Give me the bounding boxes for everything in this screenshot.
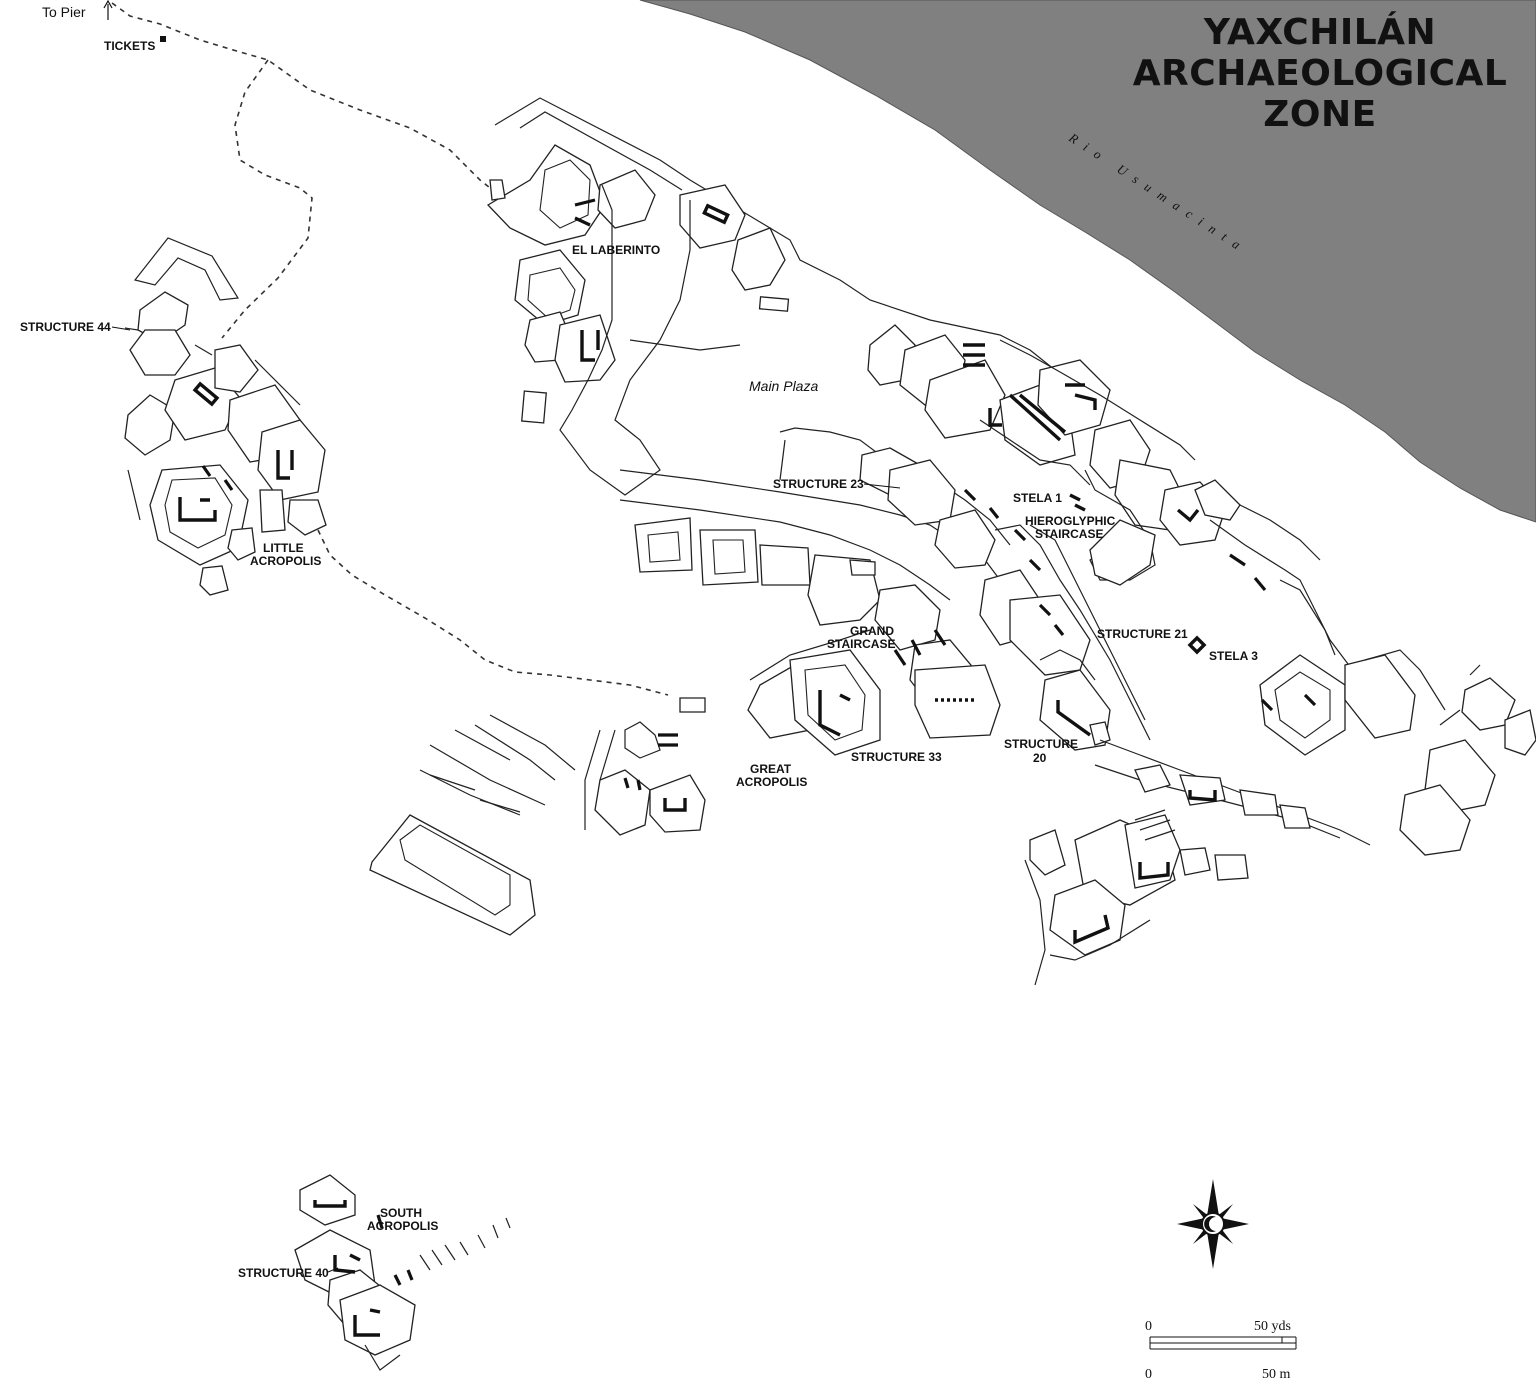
- tickets-marker: [160, 36, 166, 42]
- scale-bar: [1149, 1336, 1297, 1350]
- leader-structure-44: [111, 326, 131, 331]
- label-structure-44: STRUCTURE 44: [20, 320, 111, 334]
- south-acropolis-buildings: [294, 1174, 511, 1371]
- scale-yds-value: 50 yds: [1254, 1319, 1291, 1334]
- label-to-pier: To Pier: [42, 4, 86, 20]
- label-structure-20-1: STRUCTURE: [1004, 737, 1078, 751]
- label-hieroglyphic-1: HIEROGLYPHIC: [1025, 514, 1116, 528]
- footpath: [317, 529, 669, 696]
- map-title-line-3: ZONE: [1263, 94, 1377, 135]
- label-great-acropolis-2: ACROPOLIS: [736, 775, 807, 789]
- leader-structure-40: [327, 1267, 339, 1273]
- label-south-acropolis-2: ACROPOLIS: [367, 1219, 438, 1233]
- scale-m-zero: 0: [1145, 1367, 1152, 1382]
- label-grand-staircase-1: GRAND: [850, 624, 894, 638]
- riverside-buildings: [867, 324, 1361, 681]
- scale-yds-zero: 0: [1145, 1319, 1152, 1334]
- little-acropolis-buildings: [124, 237, 327, 596]
- great-acropolis-buildings: [369, 697, 706, 936]
- label-great-acropolis-1: GREAT: [750, 762, 792, 776]
- to-pier-arrowhead: [103, 0, 113, 9]
- label-little-acropolis-2: ACROPOLIS: [250, 554, 321, 568]
- label-structure-40: STRUCTURE 40: [238, 1266, 329, 1280]
- label-main-plaza: Main Plaza: [749, 378, 818, 394]
- map-title-line-2: ARCHAEOLOGICAL: [1132, 53, 1508, 94]
- label-structure-20-2: 20: [1033, 751, 1047, 765]
- label-structure-33: STRUCTURE 33: [851, 750, 942, 764]
- footpath: [111, 2, 506, 201]
- label-south-acropolis-1: SOUTH: [380, 1206, 422, 1220]
- label-hieroglyphic-2: STAIRCASE: [1035, 527, 1103, 541]
- label-el-laberinto: EL LABERINTO: [572, 243, 660, 257]
- compass-rose-icon: [1177, 1179, 1249, 1269]
- label-stela-1: STELA 1: [1013, 491, 1062, 505]
- map-title-line-1: YAXCHILÁN: [1203, 12, 1437, 53]
- label-structure-23: STRUCTURE 23: [773, 477, 864, 491]
- east-buildings: [1024, 649, 1536, 986]
- label-stela-3: STELA 3: [1209, 649, 1258, 663]
- leader-structure-23: [863, 483, 901, 489]
- el-laberinto-buildings: [486, 97, 1056, 496]
- label-structure-21: STRUCTURE 21: [1097, 627, 1188, 641]
- map-title: YAXCHILÁN ARCHAEOLOGICAL ZONE: [1110, 12, 1530, 135]
- river-usumacinta: [639, 0, 1536, 523]
- plaza-row-buildings: [634, 517, 1001, 756]
- label-tickets: TICKETS: [104, 39, 155, 53]
- footpath: [221, 59, 313, 339]
- label-grand-staircase-2: STAIRCASE: [827, 637, 895, 651]
- scale-m-value: 50 m: [1262, 1367, 1291, 1382]
- label-little-acropolis-1: LITTLE: [263, 541, 304, 555]
